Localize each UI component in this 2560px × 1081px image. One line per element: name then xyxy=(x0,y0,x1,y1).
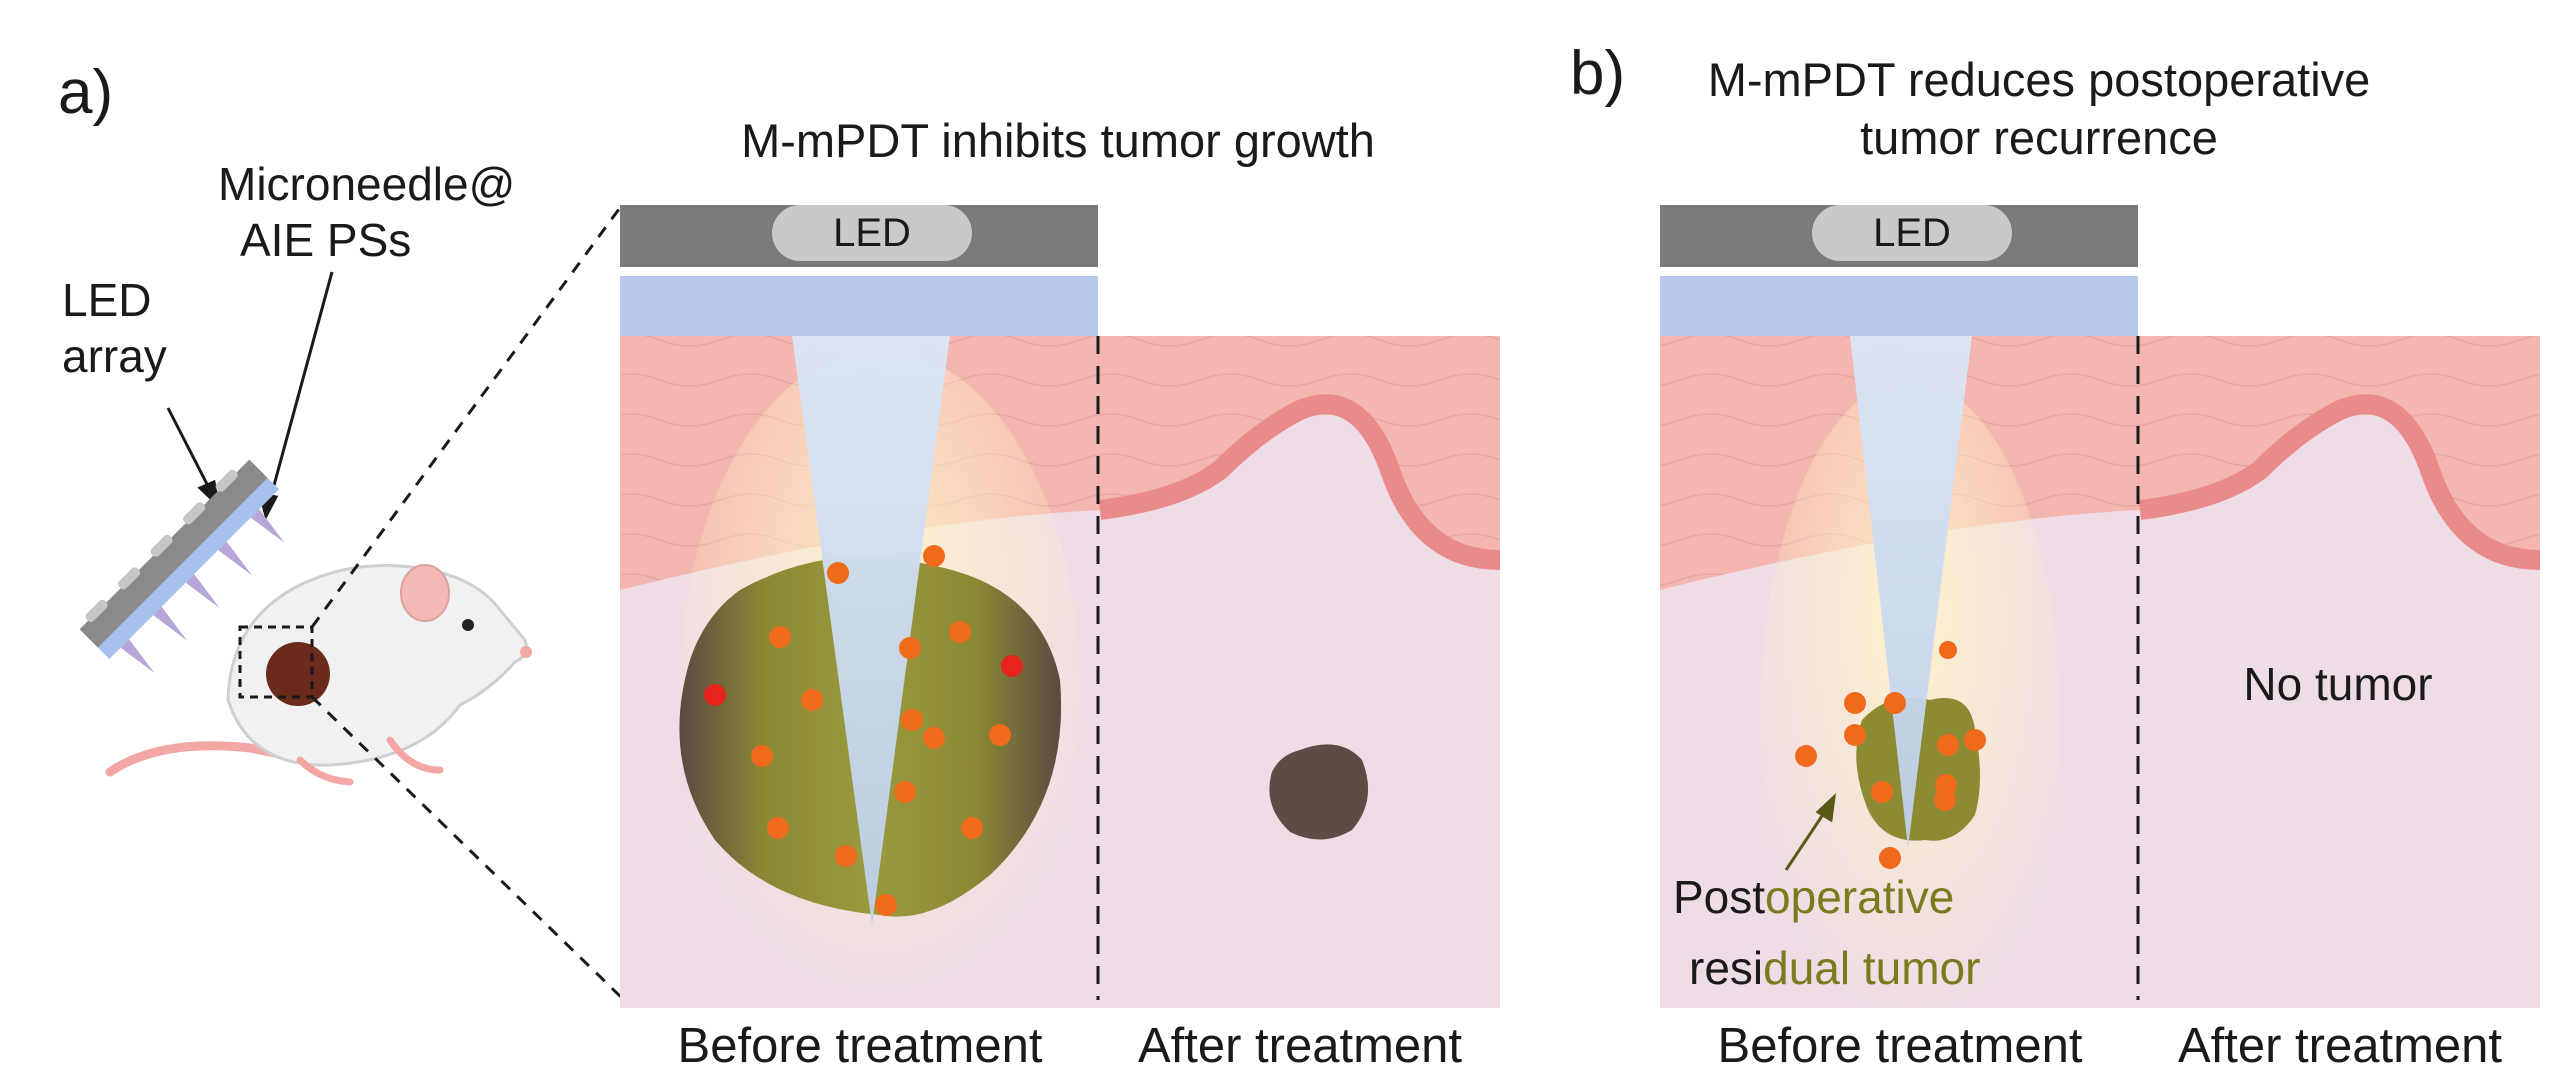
zoom-box xyxy=(238,625,314,699)
caption-after-a: After treatment xyxy=(1138,1019,1462,1073)
microneedle-label-line1: Microneedle@ xyxy=(218,158,515,210)
panel-a-title: M-mPDT inhibits tumor growth xyxy=(741,114,1375,167)
led-pill-b xyxy=(1812,205,2012,261)
panel-b-letter: b) xyxy=(1570,39,1625,108)
photosensitizer-dots-a xyxy=(704,545,1023,916)
light-band-b xyxy=(1660,276,2138,336)
mouse-tumor xyxy=(266,642,330,706)
residual-arrow xyxy=(1784,793,1837,871)
microneedle-label-line2: AIE PSs xyxy=(240,214,411,266)
light-beam-a xyxy=(792,336,950,925)
caption-before-a: Before treatment xyxy=(678,1019,1043,1073)
tissue-block-b xyxy=(1660,336,2540,1008)
zoom-line-top xyxy=(310,204,624,628)
led-array-label-line1: LED xyxy=(62,274,151,326)
panel-a-letter: a) xyxy=(58,58,113,127)
led-array-device xyxy=(79,459,285,674)
caption-before-b: Before treatment xyxy=(1718,1019,2083,1073)
panel-b-title-line2: tumor recurrence xyxy=(1860,111,2218,164)
led-array-arrow xyxy=(166,407,221,510)
led-label-a: LED xyxy=(833,211,911,255)
mouse-illustration xyxy=(105,563,532,786)
residual-label-line1: Postoperative xyxy=(1673,871,1954,923)
light-beam-b xyxy=(1850,336,1972,848)
led-pill-a xyxy=(772,205,972,261)
zoom-line-bottom xyxy=(310,695,624,1000)
light-band-a xyxy=(620,276,1098,336)
microneedle-arrow xyxy=(257,271,334,521)
led-label-b: LED xyxy=(1873,211,1951,255)
panel-b-title-line1: M-mPDT reduces postoperative xyxy=(1708,53,2371,106)
residual-label-line2: residual tumor xyxy=(1689,942,1980,994)
photosensitizer-dots-b xyxy=(1795,641,1986,869)
caption-after-b: After treatment xyxy=(2178,1019,2502,1073)
no-tumor-label: No tumor xyxy=(2243,658,2432,710)
led-array-label-line2: array xyxy=(62,330,167,382)
tumor-after-a xyxy=(1269,744,1369,840)
